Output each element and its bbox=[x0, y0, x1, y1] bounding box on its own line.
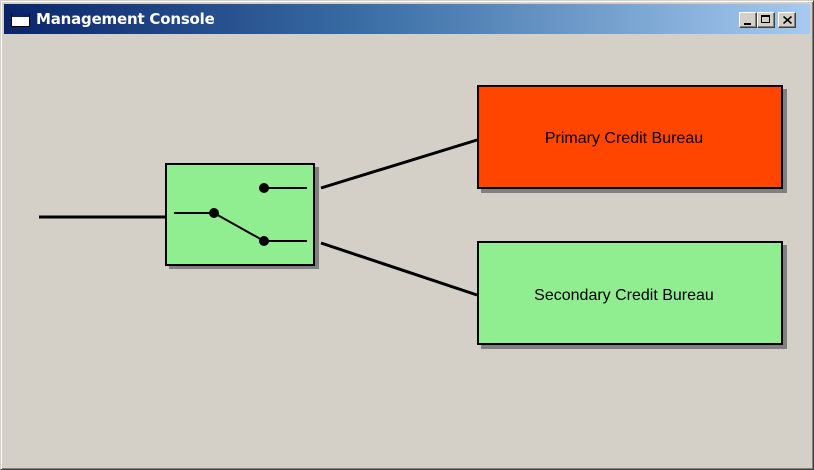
title-bar[interactable]: Management Console bbox=[4, 4, 810, 34]
primary-node-label: Primary Credit Bureau bbox=[545, 130, 703, 147]
close-icon bbox=[783, 16, 792, 24]
secondary-connector bbox=[320, 241, 478, 297]
secondary-node-label: Secondary Credit Bureau bbox=[534, 287, 714, 304]
switch-blade bbox=[213, 212, 265, 242]
primary-connector bbox=[320, 138, 478, 190]
primary-credit-bureau-node[interactable]: Primary Credit Bureau bbox=[477, 85, 787, 193]
primary-node-body bbox=[477, 85, 783, 189]
close-button[interactable] bbox=[778, 12, 796, 28]
window-title: Management Console bbox=[36, 10, 215, 28]
window-icon[interactable] bbox=[11, 13, 30, 27]
secondary-node-body bbox=[477, 241, 783, 345]
minimize-button[interactable] bbox=[739, 12, 757, 28]
secondary-credit-bureau-node[interactable]: Secondary Credit Bureau bbox=[477, 241, 787, 349]
maximize-button[interactable] bbox=[757, 12, 775, 28]
switch-block-body bbox=[165, 163, 315, 266]
switch-block[interactable] bbox=[165, 163, 319, 269]
